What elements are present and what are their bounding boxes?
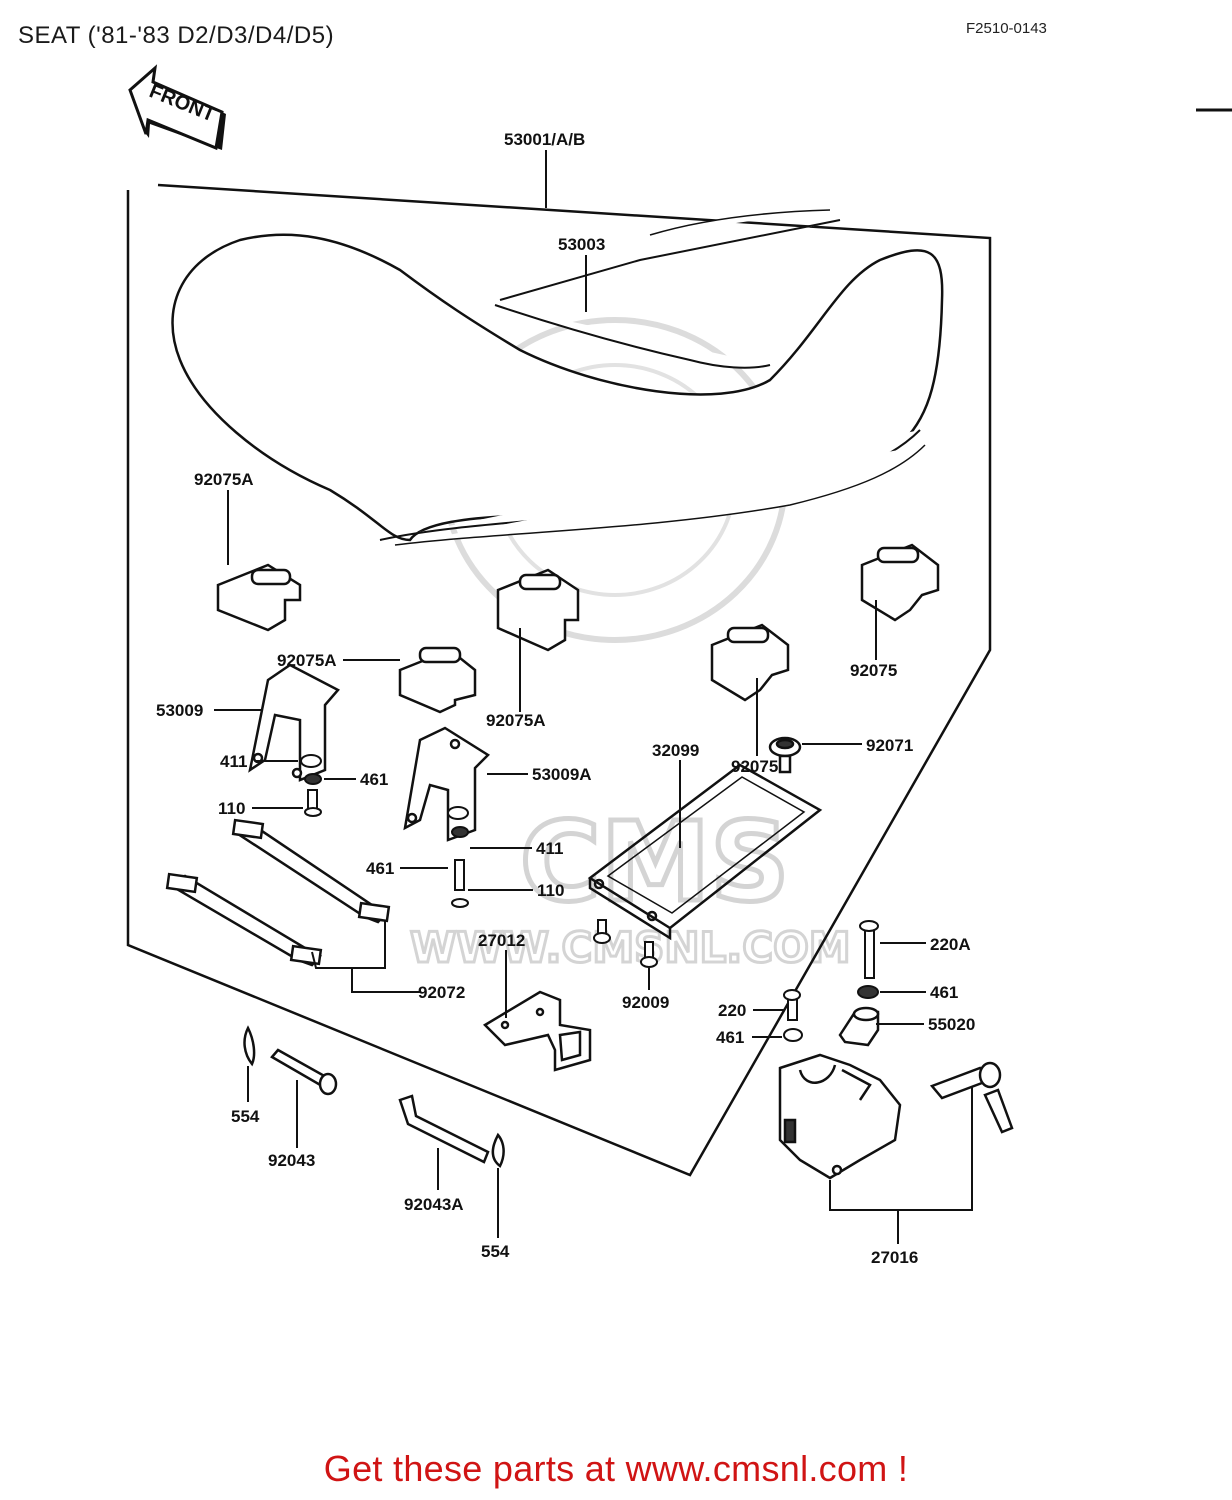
watermark-logo: CMS (520, 798, 789, 926)
seat-icon (171, 209, 944, 546)
leader-lines (214, 150, 973, 1244)
bracket-53009a-icon (403, 726, 490, 842)
part-label-461-1: 461 (360, 770, 388, 789)
part-label-92075-1: 92075 (850, 661, 897, 680)
part-label-461-4: 461 (716, 1028, 744, 1047)
page-title: SEAT ('81-'83 D2/D3/D4/D5) (18, 22, 335, 49)
bracket-27012-icon (482, 990, 592, 1072)
damper-92075a-2-icon (398, 646, 477, 714)
parts-diagram: CMS WWW.CMSNL.COM FRONT (126, 64, 1232, 1267)
part-label-461-3: 461 (930, 983, 958, 1002)
part-labels: 53001/A/B 53003 92075A 92075A 92075A 920… (156, 130, 975, 1267)
part-label-92075a-3: 92075A (486, 711, 546, 730)
watermark-url: WWW.CMSNL.COM (410, 923, 851, 972)
clip-554-2-icon (491, 1132, 505, 1168)
part-label-92009: 92009 (622, 993, 669, 1012)
part-label-53003: 53003 (558, 235, 605, 254)
part-label-110-1: 110 (218, 799, 245, 818)
damper-92075-2-icon (860, 543, 940, 622)
bracket-53009-icon (248, 663, 340, 782)
part-label-92043: 92043 (268, 1151, 315, 1170)
assembly-outline (126, 183, 992, 1177)
part-label-411-2: 411 (536, 839, 563, 858)
pin-92043a-icon (398, 1094, 490, 1164)
part-label-53001: 53001/A/B (504, 130, 585, 149)
part-label-92075-2: 92075 (731, 757, 778, 776)
part-label-53009a: 53009A (532, 765, 592, 784)
pin-92043-icon (270, 1048, 338, 1096)
tray-32099-icon (587, 763, 823, 941)
damper-92075a-1-icon (216, 563, 302, 632)
part-label-92075a-2: 92075A (277, 651, 337, 670)
part-label-55020: 55020 (928, 1015, 975, 1034)
part-label-27016: 27016 (871, 1248, 918, 1267)
latch-55020-icon (838, 1006, 880, 1047)
damper-92075a-3-icon (496, 568, 580, 652)
part-label-92075a-1: 92075A (194, 470, 254, 489)
grommet-92071-icon (768, 736, 802, 774)
part-label-92071: 92071 (866, 736, 913, 755)
footer-cta-link[interactable]: Get these parts at www.cmsnl.com ! (323, 1448, 909, 1489)
hardware-icons (300, 754, 879, 1042)
damper-92075-1-icon (710, 623, 790, 702)
clip-554-1-icon (243, 1025, 256, 1067)
part-label-220: 220 (718, 1001, 746, 1020)
lock-27016-icon (778, 1053, 902, 1180)
part-label-220a: 220A (930, 935, 971, 954)
front-arrow-icon: FRONT (128, 64, 226, 151)
part-label-53009: 53009 (156, 701, 203, 720)
part-label-27012: 27012 (478, 931, 525, 950)
part-label-554-2: 554 (481, 1242, 510, 1261)
part-label-92043a: 92043A (404, 1195, 464, 1214)
part-label-32099: 32099 (652, 741, 699, 760)
part-label-461-2: 461 (366, 859, 394, 878)
strap-92072-icon (165, 818, 391, 967)
key-icon (929, 1061, 1014, 1134)
part-label-110-2: 110 (537, 881, 564, 900)
part-label-92072: 92072 (418, 983, 465, 1002)
diagram-code: F2510-0143 (966, 20, 1047, 37)
part-label-554-1: 554 (231, 1107, 260, 1126)
part-label-411-1: 411 (220, 752, 247, 771)
